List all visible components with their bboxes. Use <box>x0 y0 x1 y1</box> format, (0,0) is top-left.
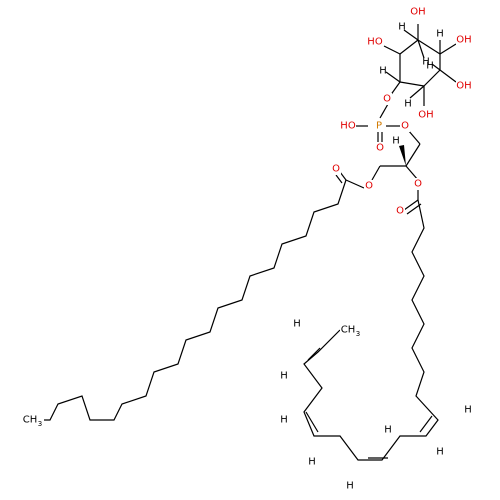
hydroxyl-label: OH <box>418 110 433 121</box>
unsaturated-backbone <box>303 199 439 461</box>
ring-substituents <box>383 24 457 106</box>
methyl-subscript: 3 <box>356 330 360 338</box>
hydrogen-label: H <box>346 481 354 492</box>
stearoyl-backbone <box>40 179 347 421</box>
methyl-label: CH <box>23 415 38 426</box>
oxygen-label: O <box>376 143 384 154</box>
phosphate-group <box>356 103 421 145</box>
oxygen-label: O <box>396 206 404 217</box>
oxygen-label: O <box>414 179 422 190</box>
ring-h-bond <box>431 63 441 71</box>
hydrogen-label: H <box>308 457 316 468</box>
o-ch2-bond <box>407 129 421 145</box>
carbonyl-bond <box>403 199 419 211</box>
ring-h-bond <box>417 39 425 59</box>
hydrogen-label: H <box>398 22 406 33</box>
hydroxyl-label: OH <box>456 81 471 92</box>
o-p-bond <box>379 103 389 119</box>
cis-double-bond <box>307 347 321 361</box>
hydrogen-label: H <box>392 136 400 147</box>
hydroxyl-label: OH <box>410 7 425 18</box>
atom-labels: OH HO OH OH OH H H H H H H O P O HO O H … <box>22 5 472 492</box>
oxygen-label: O <box>383 94 391 105</box>
ring-h-bond <box>403 29 419 41</box>
oxygen-label: O <box>365 181 373 192</box>
oxygen-label: O <box>401 121 409 132</box>
hydroxyl-label: HO <box>340 121 356 132</box>
glycerol-backbone <box>371 143 421 181</box>
carbonyl-bond <box>335 174 343 184</box>
cis-double-bond <box>305 411 319 433</box>
hydrogen-label: H <box>280 371 288 382</box>
hydrogen-label: H <box>280 415 288 426</box>
methyl-subscript: 3 <box>38 420 42 428</box>
ring-h-bond <box>409 85 425 99</box>
hydroxyl-label: HO <box>367 37 383 48</box>
ring-oh-bond <box>383 45 401 55</box>
ester-bond <box>345 179 365 189</box>
ring-oh-bond <box>439 43 457 55</box>
glycerol-bond <box>405 143 421 167</box>
stearoyl-chain <box>40 171 365 421</box>
phosphorus-label: P <box>376 121 382 132</box>
hydroxyl-label: OH <box>456 35 471 46</box>
glycerol-h-wedge <box>399 145 406 166</box>
ring-bond <box>399 39 419 55</box>
ring-oh-bond <box>439 69 457 83</box>
ring-bond <box>417 39 441 55</box>
ch2-o-bond <box>371 165 381 181</box>
hydrogen-label: H <box>436 29 444 40</box>
unsaturated-chain <box>303 188 439 461</box>
ring-h-bond <box>385 71 401 83</box>
oxygen-label: O <box>332 164 340 175</box>
hydrogen-label: H <box>384 425 392 436</box>
ring-bond <box>399 81 425 87</box>
hydrogen-label: H <box>464 405 472 416</box>
hydrogen-label: H <box>379 66 387 77</box>
cis-double-bond <box>419 415 433 433</box>
ch-o-bond <box>405 165 419 181</box>
hydrogen-label: H <box>404 99 412 110</box>
hydrogen-label: H <box>436 447 444 458</box>
hydrogen-label: H <box>293 319 301 330</box>
methyl-label: CH <box>341 325 356 336</box>
hydrogen-label: H <box>426 61 434 72</box>
ring-bond <box>423 69 441 87</box>
inositol-ring <box>399 39 441 87</box>
hydrogen-label: H <box>422 57 430 68</box>
